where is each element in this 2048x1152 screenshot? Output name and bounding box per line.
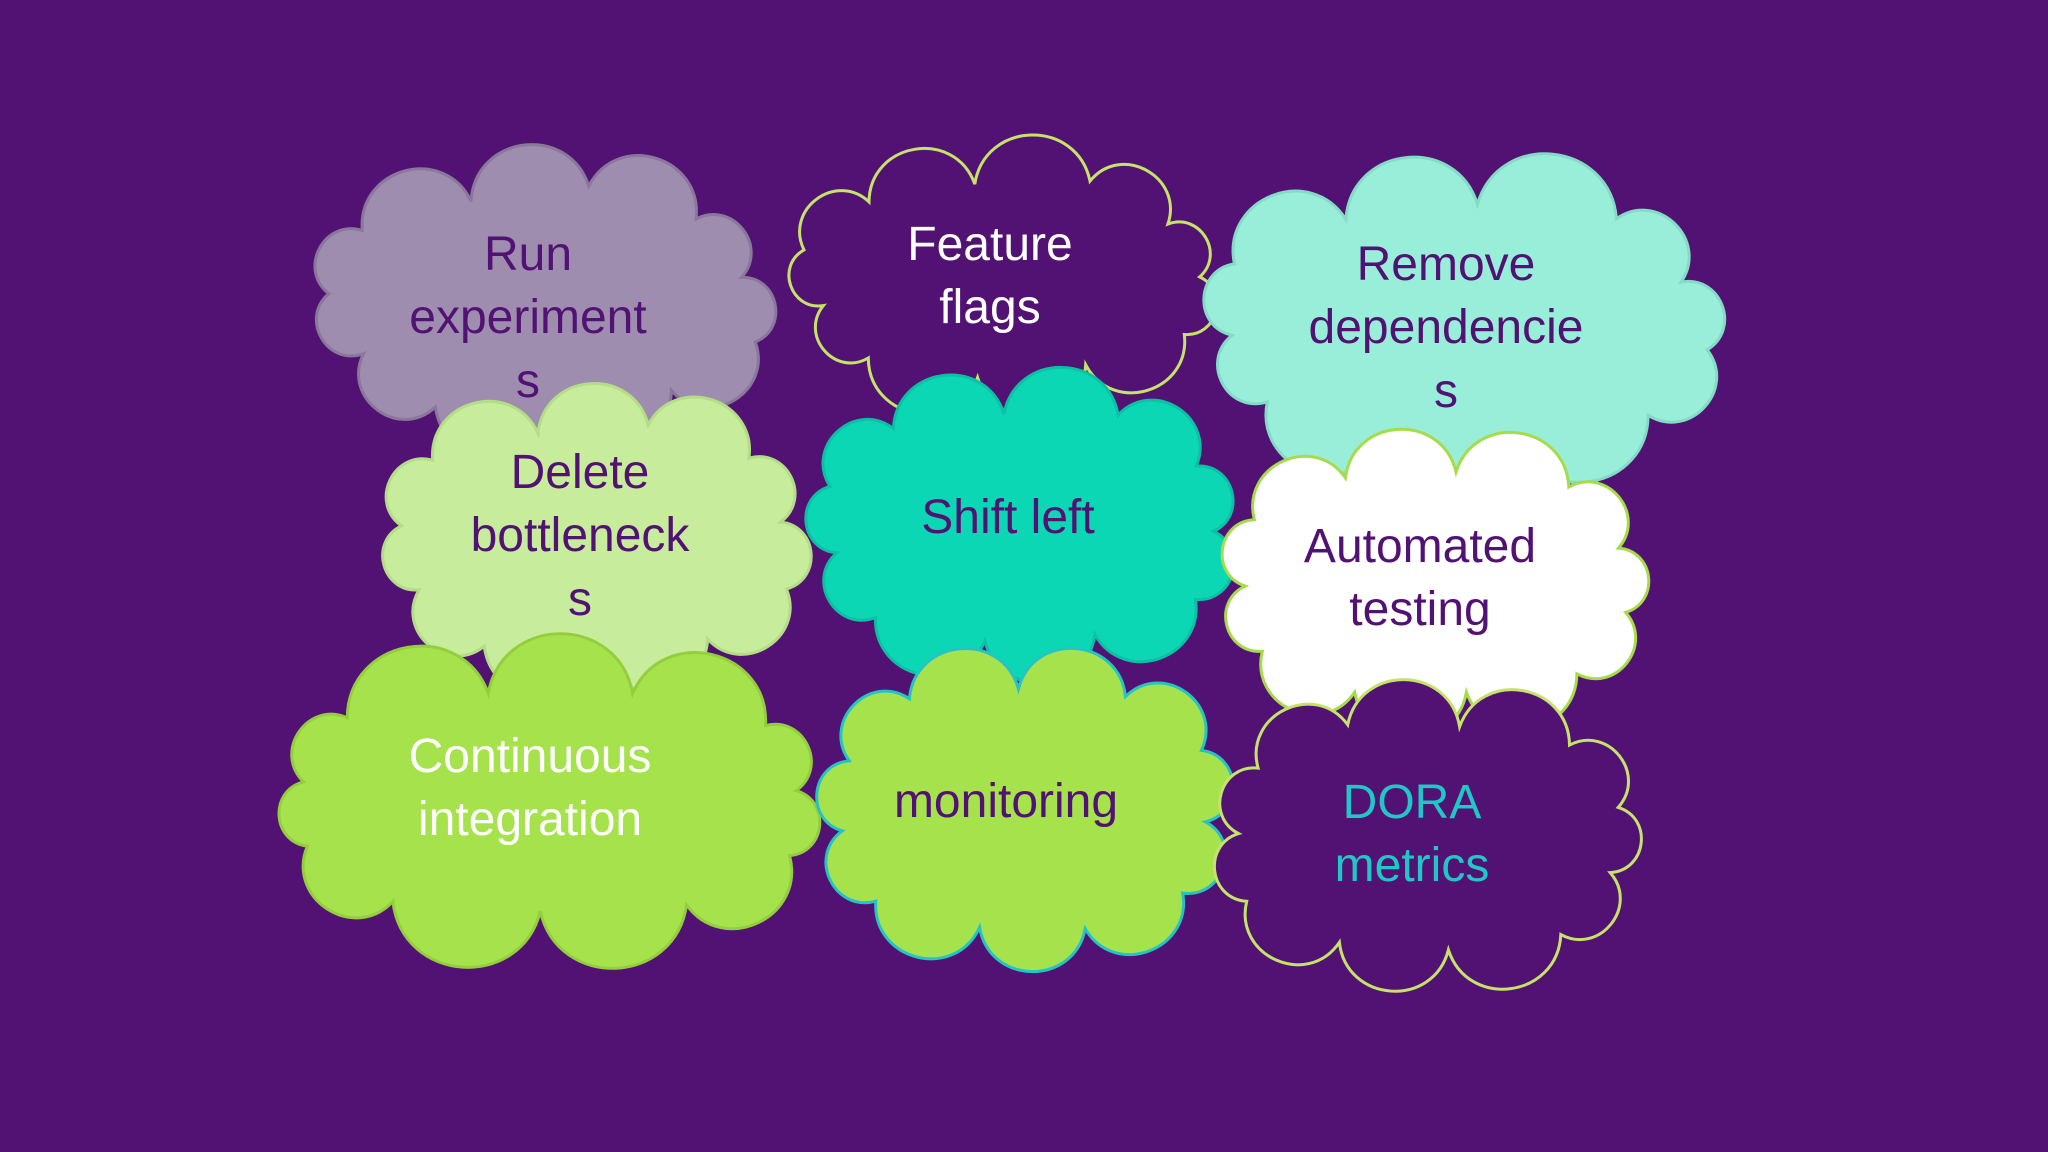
cloud-shape-automated-testing [1220,427,1651,740]
cloud-shape-shift-left [804,366,1236,685]
cloud-shape-continuous-integration [277,632,822,970]
cloud-shape-feature-flags [787,133,1219,418]
cloud-outline-automated-testing [1220,427,1651,740]
cloud-outline-remove-dependencies [1202,152,1727,501]
cloud-outline-continuous-integration [277,632,822,970]
cloud-outline-monitoring [815,646,1235,973]
cloud-shape-run-experiments [313,143,778,462]
cloud-shape-dora-metrics [1213,678,1643,993]
cloud-shape-delete-bottlenecks [381,382,813,698]
cloud-outline-shift-left [804,366,1236,685]
cloud-shape-remove-dependencies [1202,152,1727,501]
cloud-monitoring: monitoring [815,646,1235,973]
cloud-outline-dora-metrics [1213,678,1643,993]
cloud-outline-feature-flags [787,133,1219,418]
cloud-shape-monitoring [815,646,1235,973]
cloud-shift-left: Shift left [804,366,1238,685]
